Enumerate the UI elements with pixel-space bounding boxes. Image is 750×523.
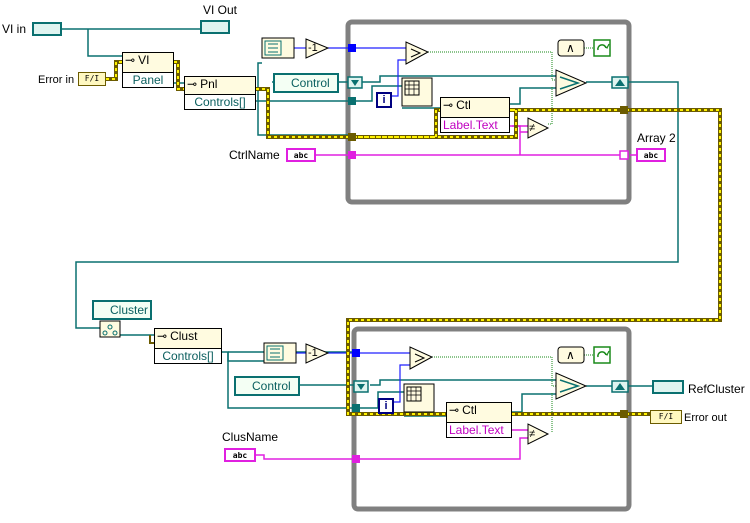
key-icon: ⊸ xyxy=(125,53,136,67)
minus-one-bottom: -1 xyxy=(308,347,318,359)
key-icon: ⊸ xyxy=(449,403,460,417)
pnl-class-label: Pnl xyxy=(200,77,218,91)
not-equal-top xyxy=(527,117,550,139)
error-out-label: Error out xyxy=(684,412,727,424)
controls-property-bottom[interactable]: Controls[] xyxy=(155,348,221,363)
decrement-top xyxy=(305,38,330,59)
not-equal-bottom xyxy=(527,423,550,445)
while-loop-bottom xyxy=(351,326,632,512)
control-constant-bottom[interactable]: Control xyxy=(234,376,300,396)
and-glyph-top: ∧ xyxy=(566,41,575,55)
string-wires xyxy=(256,125,636,460)
index-array-bottom xyxy=(403,383,435,413)
index-array-top xyxy=(401,77,433,107)
ctl-class-label-top: Ctl xyxy=(456,98,471,112)
cluster-constant[interactable]: Cluster xyxy=(92,300,152,320)
label-text-property-top[interactable]: Label.Text xyxy=(441,117,509,132)
key-icon: ⊸ xyxy=(157,329,168,343)
compare-bottom xyxy=(409,346,434,370)
array-size-bottom xyxy=(263,342,297,364)
array2-terminal[interactable]: abc xyxy=(636,148,666,162)
error-in-terminal[interactable]: F/I xyxy=(78,72,106,86)
select-top xyxy=(555,69,588,97)
iteration-terminal-top[interactable]: i xyxy=(376,92,392,108)
array-size-top xyxy=(261,37,295,59)
ctl-property-node-top[interactable]: ⊸Ctl Label.Text xyxy=(440,97,510,133)
key-icon: ⊸ xyxy=(443,98,454,112)
minus-one-top: -1 xyxy=(308,42,318,54)
ctrlname-label: CtrlName xyxy=(229,148,280,162)
vi-out-label: VI Out xyxy=(203,3,238,17)
cast-node xyxy=(99,320,121,338)
clusname-terminal[interactable]: abc xyxy=(224,448,256,462)
key-icon: ⊸ xyxy=(187,77,198,91)
clusname-label: ClusName xyxy=(222,430,279,444)
and-bottom xyxy=(557,346,585,364)
neq-glyph-top: ≠ xyxy=(529,122,536,134)
select-bottom xyxy=(555,372,588,400)
vi-in-terminal[interactable] xyxy=(32,22,62,36)
panel-property[interactable]: Panel xyxy=(123,72,173,87)
decrement-bottom xyxy=(305,343,330,364)
ctl-class-label-bottom: Ctl xyxy=(462,403,477,417)
and-top xyxy=(557,39,585,57)
refcluster-terminal[interactable] xyxy=(652,380,684,394)
vi-out-terminal[interactable] xyxy=(200,20,230,34)
and-glyph-bottom: ∧ xyxy=(566,348,575,362)
loop-condition-bottom xyxy=(593,346,611,364)
ctl-property-node-bottom[interactable]: ⊸Ctl Label.Text xyxy=(446,402,512,438)
label-text-property-bottom[interactable]: Label.Text xyxy=(447,422,511,437)
vi-in-label: VI in xyxy=(2,22,27,36)
vi-property-node[interactable]: ⊸VI Panel xyxy=(122,52,174,88)
ctrlname-terminal[interactable]: abc xyxy=(286,148,316,162)
control-constant-top[interactable]: Control xyxy=(273,73,339,93)
tunnels xyxy=(347,44,629,463)
neq-glyph-bottom: ≠ xyxy=(529,428,536,440)
array2-label: Array 2 xyxy=(637,131,676,145)
controls-property-top[interactable]: Controls[] xyxy=(185,94,255,109)
iteration-terminal-bottom[interactable]: i xyxy=(378,398,394,414)
clust-class-label: Clust xyxy=(170,329,198,343)
clust-property-node[interactable]: ⊸Clust Controls[] xyxy=(154,328,222,364)
vi-class-label: VI xyxy=(138,53,150,67)
pnl-property-node[interactable]: ⊸Pnl Controls[] xyxy=(184,76,256,110)
error-out-terminal[interactable]: F/I xyxy=(650,410,682,424)
loop-condition-top xyxy=(593,39,611,57)
compare-top xyxy=(405,41,430,65)
error-in-label: Error in xyxy=(38,74,75,86)
refcluster-label: RefCluster xyxy=(688,382,745,396)
